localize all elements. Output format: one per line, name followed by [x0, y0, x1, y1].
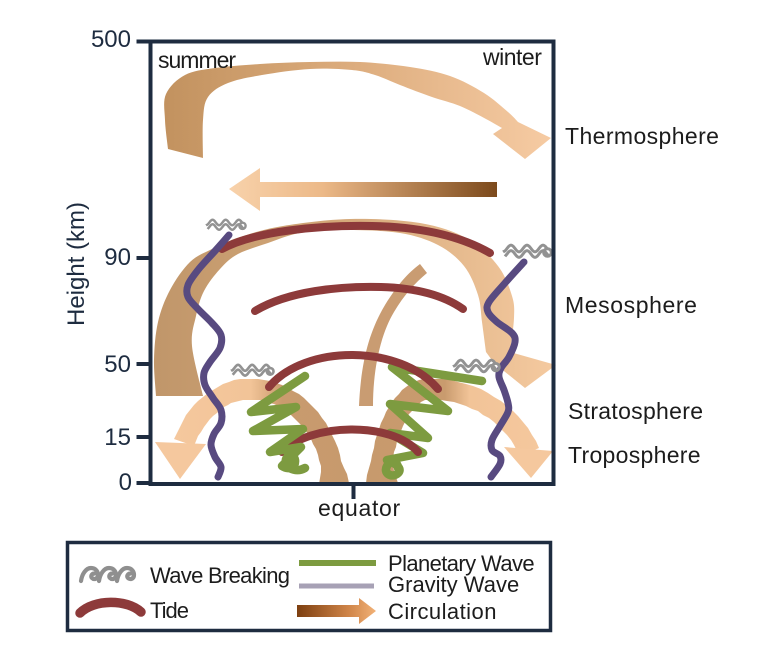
svg-text:winter: winter: [482, 44, 542, 70]
svg-text:Troposphere: Troposphere: [568, 442, 701, 468]
svg-text:Gravity Wave: Gravity Wave: [388, 572, 519, 597]
svg-text:Planetary Wave: Planetary Wave: [388, 551, 534, 576]
svg-text:500: 500: [91, 26, 131, 53]
svg-text:Mesosphere: Mesosphere: [565, 292, 698, 318]
svg-text:Circulation: Circulation: [388, 599, 497, 624]
svg-text:0: 0: [119, 469, 132, 496]
svg-text:summer: summer: [158, 47, 236, 73]
svg-text:Thermosphere: Thermosphere: [565, 123, 719, 149]
svg-text:Height (km): Height (km): [63, 202, 90, 326]
svg-text:Tide: Tide: [150, 598, 189, 623]
svg-text:90: 90: [104, 244, 131, 271]
svg-text:50: 50: [104, 351, 131, 378]
svg-text:Wave Breaking: Wave Breaking: [150, 563, 289, 588]
svg-text:Stratosphere: Stratosphere: [568, 398, 703, 424]
svg-text:15: 15: [104, 424, 131, 451]
svg-text:equator: equator: [318, 495, 401, 521]
